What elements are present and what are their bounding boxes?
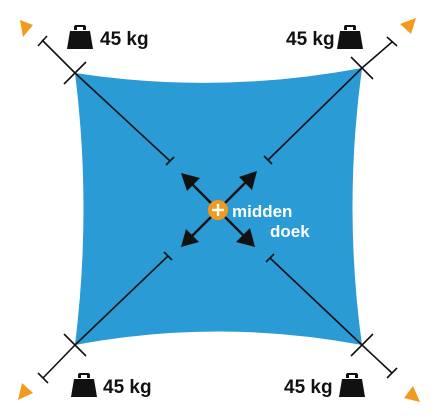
weight-label-bottom-right: 45 kg	[284, 377, 333, 398]
arrowhead-bottom-right-icon	[236, 228, 255, 247]
tension-line-bottom-right	[361, 344, 393, 374]
tension-lines-inner	[74, 67, 363, 346]
arrowhead-top-right-icon	[239, 171, 257, 190]
tick-mark	[37, 35, 48, 47]
tension-line-bottom-left	[42, 344, 76, 379]
tension-line-inner-bottom-right	[269, 257, 363, 346]
tension-line-top-right	[361, 41, 393, 69]
corner-triangle-icon	[400, 18, 416, 34]
weight-label-top-right: 45 kg	[286, 29, 335, 50]
weight-icon	[71, 373, 97, 397]
center-plus-icon	[208, 200, 228, 220]
tension-line-inner-bottom-left	[74, 255, 169, 346]
tick-marks	[37, 35, 398, 384]
tick-mark	[350, 56, 374, 80]
center-label-line2: doek	[270, 222, 310, 241]
tension-line-inner-top-left	[74, 72, 171, 162]
tension-line-top-left	[41, 39, 76, 74]
corner-markers	[18, 18, 420, 402]
tick-mark	[350, 333, 374, 357]
tick-mark	[265, 253, 275, 263]
weight-label-bottom-left: 45 kg	[103, 377, 152, 398]
arrowhead-bottom-left-icon	[181, 229, 199, 247]
tick-mark	[163, 251, 173, 261]
tick-mark	[37, 372, 49, 384]
weight-icon	[67, 25, 93, 49]
tick-mark	[63, 61, 87, 85]
tick-mark	[386, 36, 398, 47]
corner-triangle-icon	[404, 386, 420, 402]
tick-mark	[263, 155, 273, 165]
tick-mark	[386, 367, 398, 379]
tension-line-inner-top-right	[267, 67, 363, 161]
tick-mark	[165, 156, 175, 166]
arrowhead-top-left-icon	[181, 173, 200, 191]
corner-triangle-icon	[18, 383, 33, 400]
tick-mark	[63, 333, 87, 357]
weight-icon	[337, 25, 363, 49]
tension-lines-outer	[41, 39, 393, 379]
center-label-line1: midden	[232, 202, 292, 221]
weight-label-top-left: 45 kg	[100, 29, 149, 50]
corner-triangle-icon	[20, 20, 33, 37]
weight-icon	[339, 373, 365, 397]
